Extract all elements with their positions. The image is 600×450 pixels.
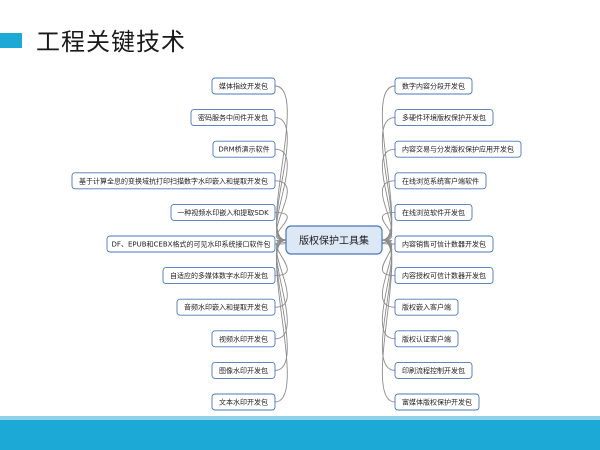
mindmap-node-box-right-2 [394, 140, 522, 158]
branch-line-left-0 [274, 85, 288, 241]
branch-line-right-2 [381, 148, 396, 241]
footer-band [0, 420, 600, 450]
mindmap-node-box-left-3 [71, 172, 276, 190]
mindmap-node-label-left-4: 一种视频水印嵌入和提取SDK [177, 208, 269, 217]
branch-line-left-6 [274, 239, 288, 277]
mindmap-node-box-left-10 [211, 393, 276, 411]
mindmap-node-label-left-9: 图像水印开发包 [219, 366, 268, 375]
branch-line-right-3 [381, 180, 396, 241]
branch-line-right-10 [381, 239, 396, 403]
branch-lines [274, 85, 396, 403]
mindmap-diagram: 媒体指纹开发包密码服务中间件开发包 DRM桥演示软件基于计算全息的变换域抗打印扫描… [35, 60, 579, 418]
mindmap-node-right-3: 在线浏览系统客户端软件 [394, 172, 487, 190]
mindmap-node-box-right-10 [394, 393, 480, 411]
mindmap-node-label-left-0: 媒体指纹开发包 [219, 82, 268, 91]
branch-line-left-10 [274, 239, 288, 403]
mindmap-node-right-10: 富媒体版权保护开发包 [394, 393, 480, 411]
branch-line-left-5 [274, 239, 288, 245]
mindmap-node-label-right-3: 在线浏览系统客户端软件 [402, 176, 479, 185]
mindmap-node-box-left-2 [212, 140, 276, 158]
mindmap-node-right-5: 内容销售可信计数器开发包 [394, 235, 494, 253]
mindmap-node-box-right-1 [394, 109, 494, 127]
branch-line-left-3 [274, 180, 288, 241]
mindmap-node-label-left-1: 密码服务中间件开发包 [198, 113, 268, 122]
mindmap-node-label-right-1: 多硬件环境版权保护开发包 [402, 113, 486, 122]
mindmap-node-left-1: 密码服务中间件开发包 [190, 109, 276, 127]
mindmap-node-right-6: 内容授权可信计数器开发包 [394, 267, 494, 285]
mindmap-node-right-2: 内容交易与分发版权保护应用开发包 [394, 140, 522, 158]
mindmap-node-left-2: DRM桥演示软件 [212, 140, 276, 158]
mindmap-node-right-1: 多硬件环境版权保护开发包 [394, 109, 494, 127]
mindmap-node-label-right-4: 在线浏览软件开发包 [402, 208, 465, 217]
mindmap-node-box-right-6 [394, 267, 494, 285]
mindmap-node-left-8: 视频水印开发包 [211, 330, 276, 348]
mindmap-node-box-right-9 [394, 361, 473, 379]
mindmap-node-right-9: 印刷流程控制开发包 [394, 361, 473, 379]
mindmap-node-box-left-4 [170, 203, 276, 221]
mindmap-node-label-right-2: 内容交易与分发版权保护应用开发包 [402, 145, 514, 154]
mindmap-node-label-right-7: 版权嵌入客户端 [402, 303, 451, 312]
mindmap-node-right-7: 版权嵌入客户端 [394, 298, 459, 316]
mindmap-node-right-0: 数字内容分段开发包 [394, 77, 473, 95]
footer-band-edge [0, 416, 600, 420]
mindmap-node-left-0: 媒体指纹开发包 [211, 77, 276, 95]
branch-line-right-6 [381, 239, 396, 277]
branch-line-left-2 [274, 148, 288, 241]
mindmap-node-left-4: 一种视频水印嵌入和提取SDK [170, 203, 276, 221]
mindmap-node-box-left-5 [106, 235, 276, 253]
mindmap-node-box-right-8 [394, 330, 459, 348]
mindmap-node-box-left-1 [190, 109, 276, 127]
branch-line-left-4 [274, 211, 288, 241]
mindmap-node-label-right-10: 富媒体版权保护开发包 [402, 398, 472, 407]
mindmap-node-label-right-6: 内容授权可信计数器开发包 [402, 271, 486, 280]
mindmap-node-left-5: DF、EPUB和CEBX格式的可见水印系统接口软件包 [106, 235, 276, 253]
mindmap-node-box-left-9 [211, 361, 276, 379]
mindmap-node-right-8: 版权认证客户端 [394, 330, 459, 348]
mindmap-node-label-left-6: 自适应的多媒体数字水印开发包 [170, 271, 268, 280]
mindmap-node-label-left-5: DF、EPUB和CEBX格式的可见水印系统接口软件包 [112, 240, 271, 249]
mindmap-node-label-left-8: 视频水印开发包 [219, 334, 268, 343]
title-accent-bar [0, 33, 22, 48]
mindmap-center-label: 版权保护工具集 [299, 234, 369, 247]
mindmap-node-box-right-7 [394, 298, 459, 316]
mindmap-node-label-right-5: 内容销售可信计数器开发包 [402, 240, 486, 249]
mindmap-node-box-left-7 [176, 298, 276, 316]
mindmap-node-box-right-5 [394, 235, 494, 253]
mindmap-node-label-left-2: DRM桥演示软件 [218, 145, 269, 154]
mindmap-center-node: 版权保护工具集 [285, 225, 383, 255]
mindmap-node-label-right-8: 版权认证客户端 [402, 334, 451, 343]
mindmap-node-left-10: 文本水印开发包 [211, 393, 276, 411]
mindmap-node-box-left-6 [162, 267, 276, 285]
mindmap-node-box-left-0 [211, 77, 276, 95]
mindmap-node-label-left-10: 文本水印开发包 [219, 398, 268, 407]
branch-line-right-1 [381, 117, 396, 241]
mindmap-node-left-6: 自适应的多媒体数字水印开发包 [162, 267, 276, 285]
mindmap-node-box-left-8 [211, 330, 276, 348]
mindmap-node-right-4: 在线浏览软件开发包 [394, 203, 473, 221]
mindmap-node-left-9: 图像水印开发包 [211, 361, 276, 379]
mindmap-node-box-right-4 [394, 203, 473, 221]
mindmap-node-box-right-0 [394, 77, 473, 95]
mindmap-node-label-right-9: 印刷流程控制开发包 [402, 366, 465, 375]
mindmap-center-box [285, 225, 383, 255]
branch-line-right-7 [381, 239, 396, 308]
mindmap-node-label-right-0: 数字内容分段开发包 [402, 82, 465, 91]
mindmap-node-label-left-3: 基于计算全息的变换域抗打印扫描数字水印嵌入和提取开发包 [79, 176, 268, 185]
mindmap-node-box-right-3 [394, 172, 487, 190]
slide-title: 工程关键技术 [36, 28, 186, 56]
mindmap-node-label-left-7: 音频水印嵌入和提取开发包 [184, 303, 268, 312]
mindmap-node-left-7: 音频水印嵌入和提取开发包 [176, 298, 276, 316]
mindmap-node-left-3: 基于计算全息的变换域抗打印扫描数字水印嵌入和提取开发包 [71, 172, 276, 190]
branch-line-right-4 [381, 211, 396, 241]
branch-line-left-1 [274, 117, 288, 241]
